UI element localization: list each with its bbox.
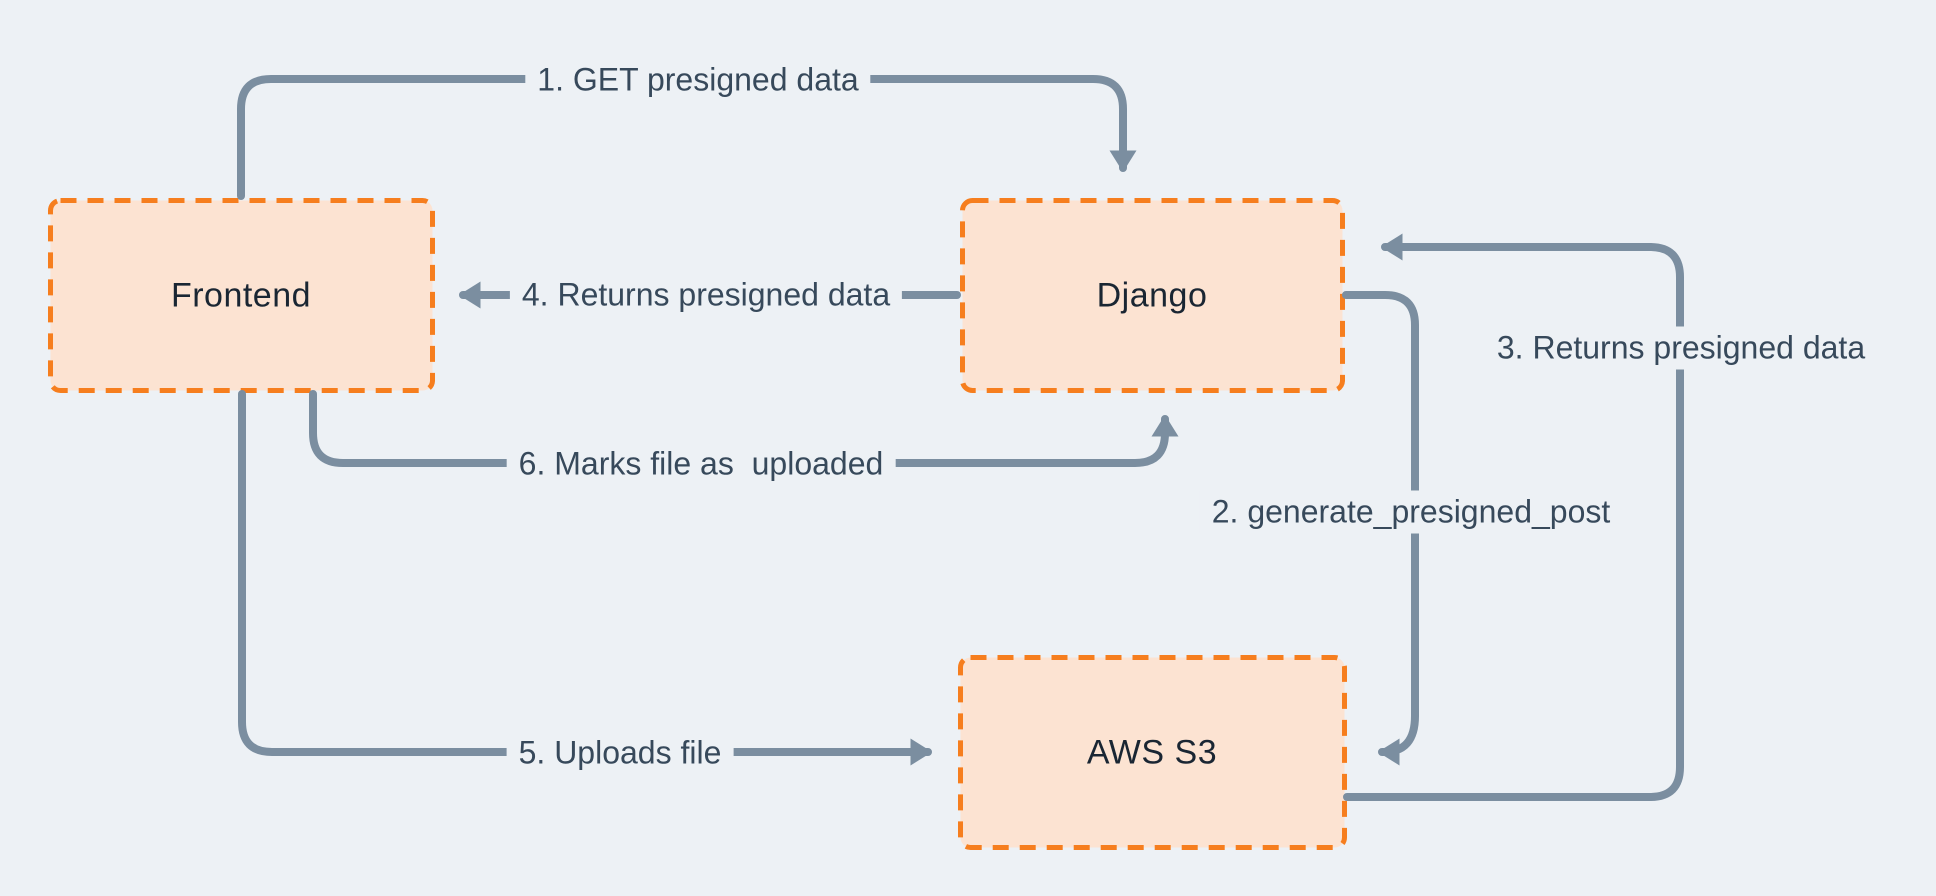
django-box-label: Django (1096, 276, 1208, 315)
edge-5-label: 5. Uploads file (506, 731, 734, 775)
edge-5-uploads-file (238, 390, 933, 766)
edge-1-label: 1. GET presigned data (525, 58, 871, 102)
frontend-box-label: Frontend (170, 276, 312, 315)
edge-4-label: 4. Returns presigned data (509, 273, 903, 317)
aws-s3-box-label: AWS S3 (1086, 733, 1218, 772)
edge-3-label: 3. Returns presigned data (1484, 326, 1878, 370)
edge-2-label: 2. generate_presigned_post (1199, 490, 1623, 534)
edge-6-label: 6. Marks file as uploaded (506, 442, 896, 486)
edge-3-returns-presigned-data (1343, 233, 1684, 801)
aws-s3-box-outline (958, 655, 1347, 850)
